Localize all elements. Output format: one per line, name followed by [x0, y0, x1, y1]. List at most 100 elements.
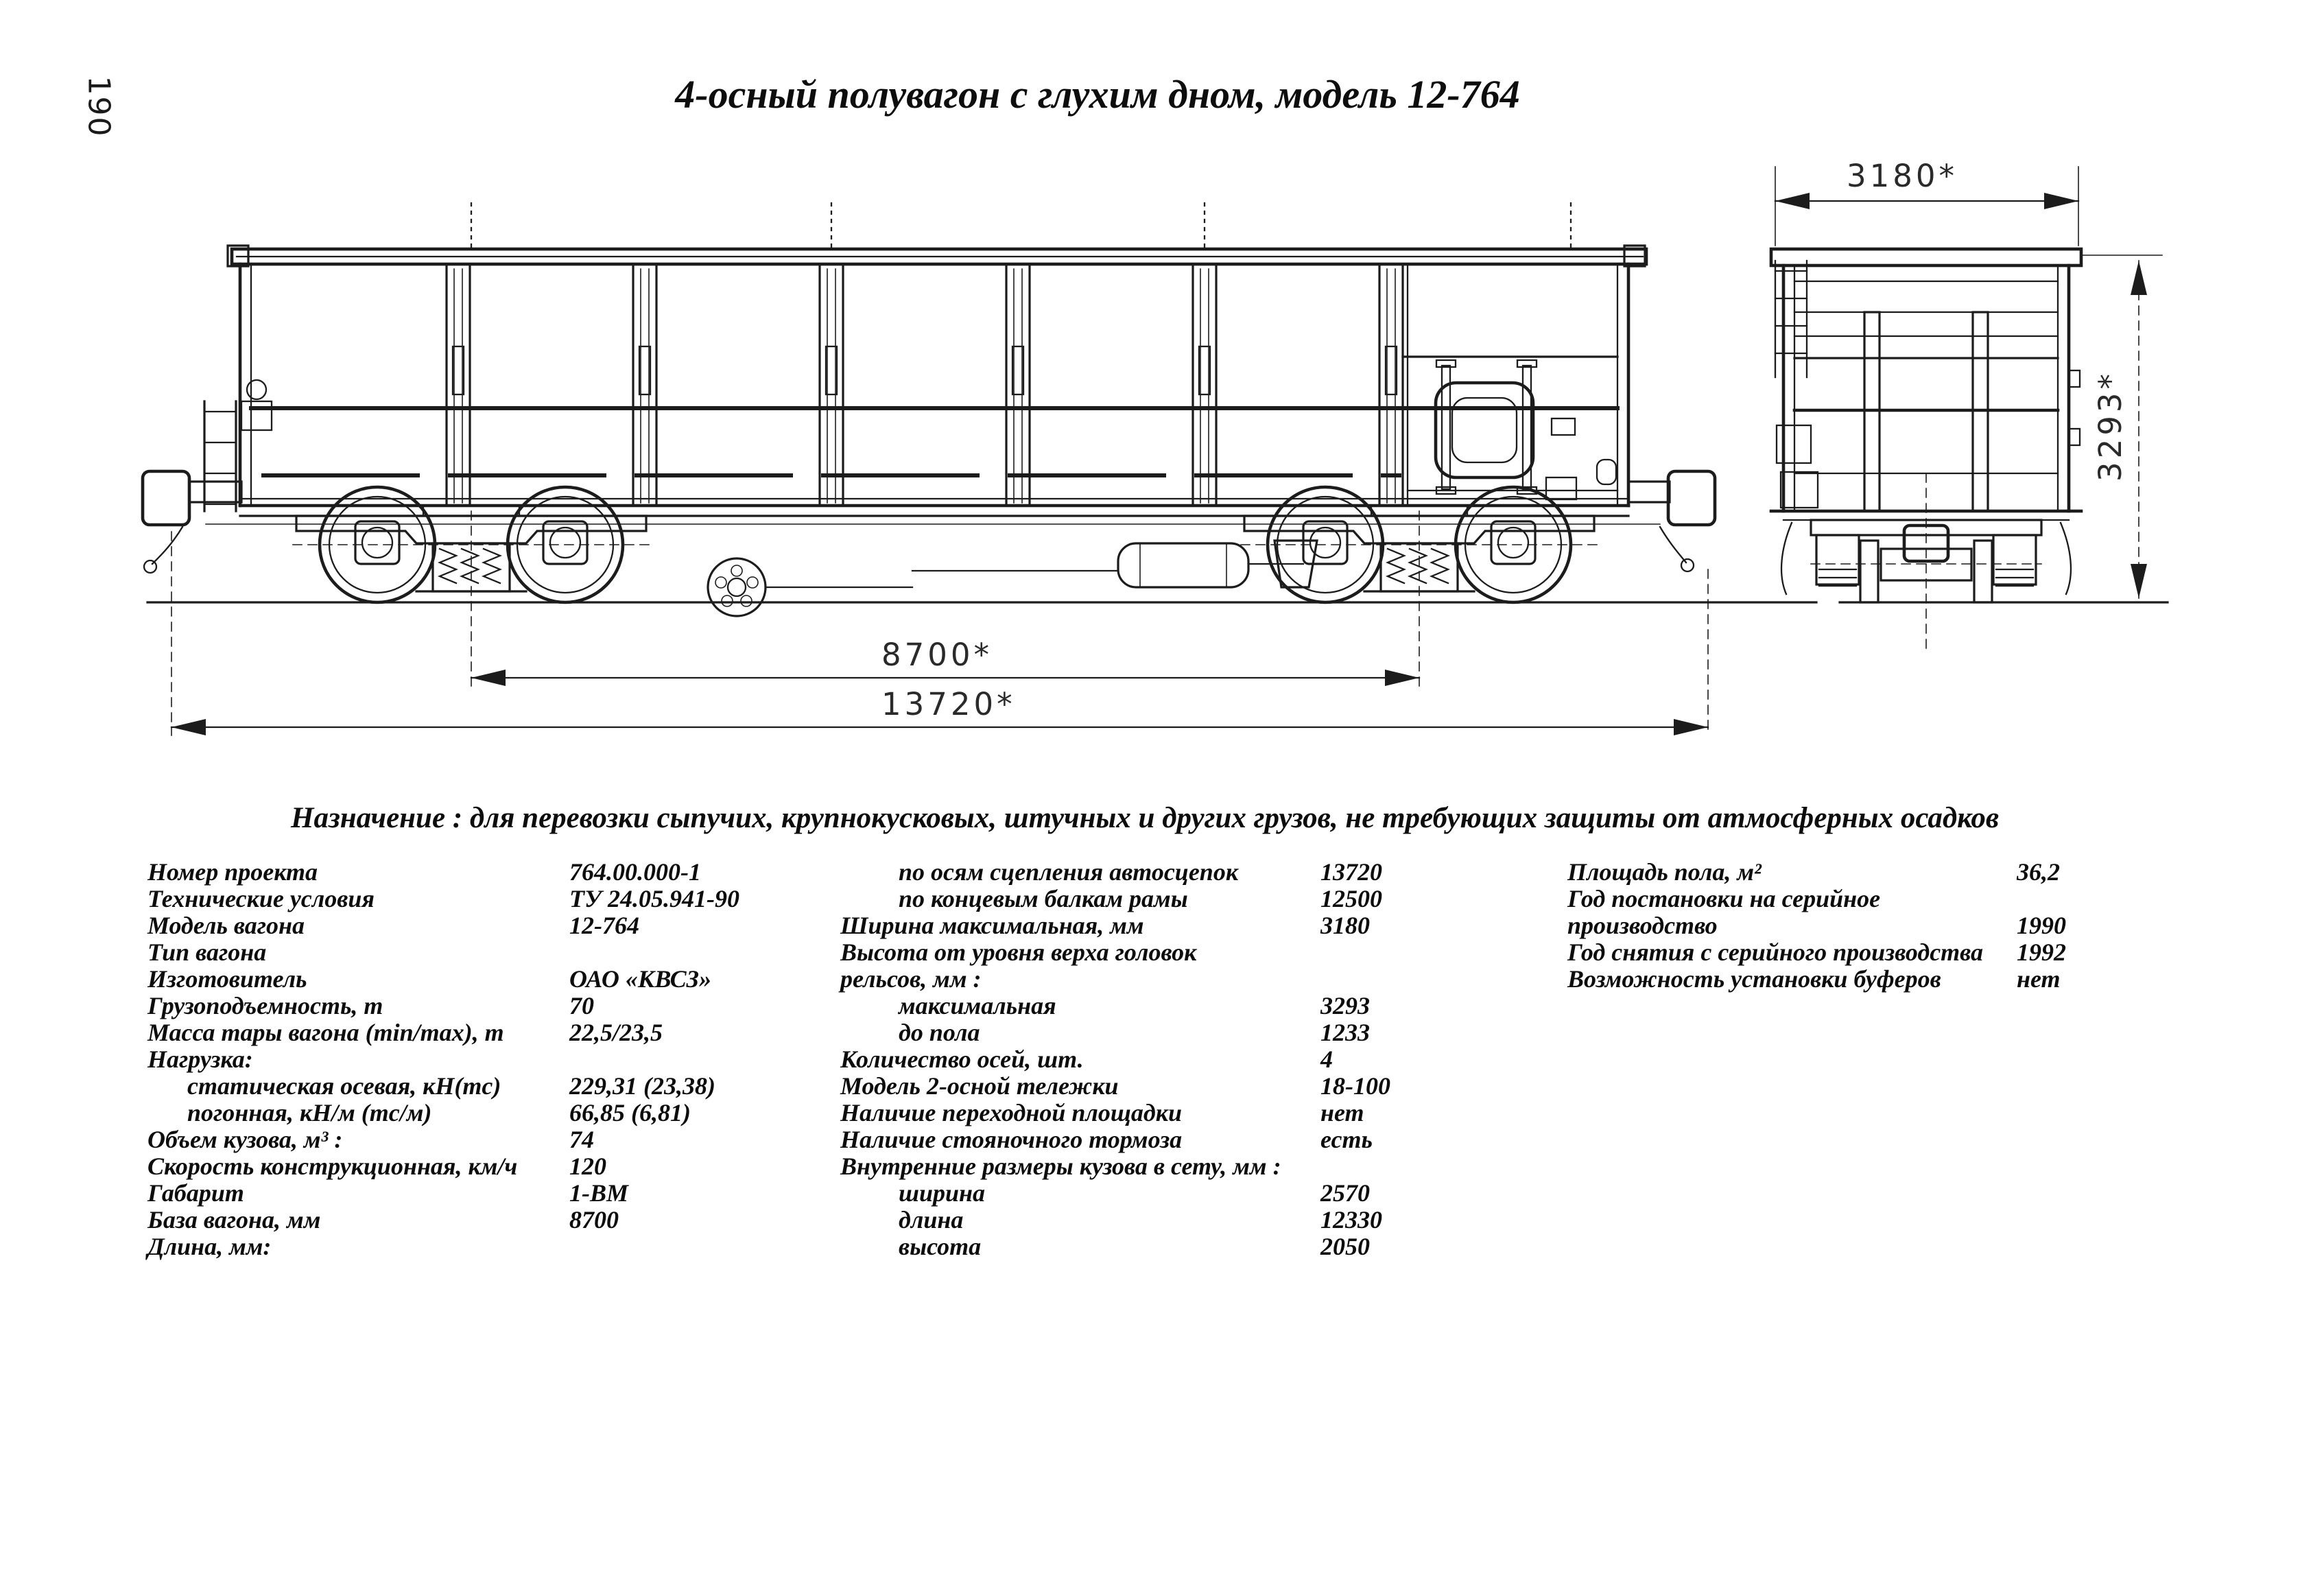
- spec-label: по осям сцепления автосцепок: [899, 858, 1239, 886]
- spec-label: Объем кузова, м³ :: [147, 1126, 343, 1153]
- spec-label: Масса тары вагона (min/max), т: [147, 1019, 504, 1046]
- spec-label: ширина: [899, 1179, 986, 1207]
- spec-label: Модель вагона: [147, 912, 305, 939]
- spec-label: длина: [899, 1206, 964, 1233]
- wheel-end: [1859, 539, 1880, 604]
- spec-row: ширина 2570: [840, 1180, 1595, 1207]
- spec-value: 66,85 (6,81): [569, 1099, 691, 1126]
- end-view: [1769, 247, 2169, 652]
- spec-value: 1233: [1320, 1019, 1370, 1046]
- stanchion: [1005, 263, 1031, 507]
- spec-value: 12-764: [569, 912, 639, 939]
- spec-row: Скорость конструкционная, км/ч 120: [147, 1153, 902, 1180]
- spec-label: Длина, мм:: [147, 1233, 272, 1260]
- air-reservoir: [1117, 542, 1250, 589]
- door-window: [1434, 381, 1535, 480]
- spec-value: ТУ 24.05.941-90: [569, 885, 740, 912]
- dimension-wagon-base: 8700*: [470, 637, 1421, 686]
- spec-row: производство 1990: [1567, 912, 2322, 939]
- spec-label: Изготовитель: [147, 965, 307, 993]
- wheel-end: [1973, 539, 1993, 604]
- spec-row: Тип вагона: [147, 939, 902, 966]
- spec-value: 2050: [1320, 1233, 1370, 1260]
- spec-label: Номер проекта: [147, 858, 318, 886]
- spec-row: Номер проекта 764.00.000-1: [147, 859, 902, 886]
- side-view: [141, 202, 1818, 687]
- spec-value: 1990: [2017, 912, 2066, 939]
- side-frame: [1243, 515, 1596, 545]
- page-title: 4-осный полувагон с глухим дном, модель …: [675, 72, 1520, 117]
- spec-value: 764.00.000-1: [569, 858, 701, 886]
- spec-value: 120: [569, 1153, 606, 1180]
- spec-value: 12500: [1320, 885, 1382, 912]
- side-frame: [295, 515, 648, 545]
- bogie: [292, 485, 650, 687]
- spec-value: 70: [569, 992, 594, 1019]
- bogie: [1240, 485, 1598, 687]
- coupler-left: [141, 469, 243, 574]
- spec-value: 229,31 (23,38): [569, 1072, 715, 1100]
- spec-label: Год постановки на серийное: [1567, 885, 1881, 912]
- spec-value: нет: [2017, 965, 2061, 993]
- spec-label: по концевым балкам рамы: [899, 885, 1188, 912]
- spec-value: 12330: [1320, 1206, 1382, 1233]
- end-ladder: [1774, 259, 1819, 509]
- spec-label: Возможность установки буферов: [1567, 965, 1941, 993]
- spec-value: есть: [1320, 1126, 1373, 1153]
- dimension-max-width: 3180*: [1774, 158, 2080, 246]
- spec-label: до пола: [899, 1019, 980, 1046]
- spec-label: База вагона, мм: [147, 1206, 321, 1233]
- spec-value: 18-100: [1320, 1072, 1390, 1100]
- handbrake-wheel: [707, 557, 914, 617]
- spec-label: погонная, кН/м (тс/м): [187, 1099, 432, 1126]
- spec-row: Нагрузка:: [147, 1046, 902, 1073]
- technical-drawing: 8700* 13720* 3180* 3293*: [141, 158, 2169, 736]
- spec-value: 22,5/23,5: [569, 1019, 663, 1046]
- spec-label: Нагрузка:: [147, 1045, 253, 1073]
- spec-label: Высота от уровня верха головок: [840, 938, 1197, 966]
- side-frame: [1992, 534, 2037, 586]
- spec-row: База вагона, мм 8700: [147, 1207, 902, 1233]
- stanchion: [1378, 263, 1404, 507]
- purpose-line: Назначение : для перевозки сыпучих, круп…: [291, 802, 2000, 834]
- spec-label: Модель 2-осной тележки: [840, 1072, 1119, 1100]
- spec-label: Наличие переходной площадки: [840, 1099, 1183, 1126]
- bogie-end-view: [1780, 473, 2072, 652]
- spec-label: Внутренние размеры кузова в сету, мм :: [840, 1153, 1281, 1180]
- spec-row: Модель вагона 12-764: [147, 912, 902, 939]
- spec-value: 8700: [569, 1206, 619, 1233]
- spec-row: Масса тары вагона (min/max), т 22,5/23,5: [147, 1019, 902, 1046]
- spec-row: по концевым балкам рамы 12500: [840, 886, 1595, 912]
- dimension-length-over-couplers: 13720*: [170, 531, 1709, 736]
- dimension-max-height: 3293*: [2082, 255, 2163, 599]
- end-ladder: [203, 379, 273, 512]
- spec-value: 3180: [1320, 912, 1370, 939]
- spec-label: статическая осевая, кН(тс): [187, 1072, 501, 1100]
- spec-row: Модель 2-осной тележки 18-100: [840, 1073, 1595, 1100]
- spec-row: длина 12330: [840, 1207, 1595, 1233]
- stanchion: [1191, 263, 1218, 507]
- stanchion: [632, 263, 658, 507]
- spec-row: Объем кузова, м³ : 74: [147, 1126, 902, 1153]
- spec-value: 74: [569, 1126, 594, 1153]
- spec-row: Внутренние размеры кузова в сету, мм :: [840, 1153, 1595, 1180]
- brake-cylinder: [911, 539, 1318, 589]
- spec-row: рельсов, мм :: [840, 966, 1595, 993]
- spec-label: Габарит: [147, 1179, 244, 1207]
- spec-value: 2570: [1320, 1179, 1370, 1207]
- dim-label-13720: 13720*: [881, 686, 1016, 722]
- coupler-right: [1627, 469, 1717, 573]
- spec-label: производство: [1567, 912, 1718, 939]
- spec-label: Скорость конструкционная, км/ч: [147, 1153, 518, 1180]
